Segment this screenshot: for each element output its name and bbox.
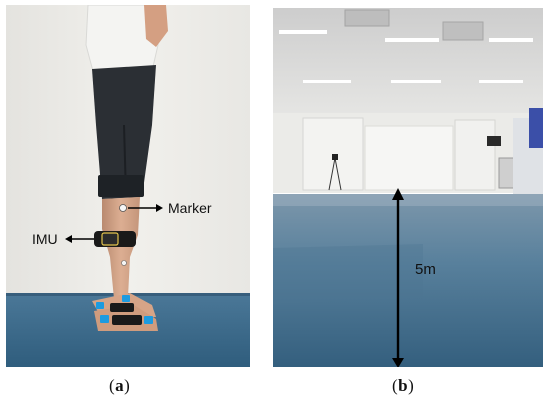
- caption-a-open: (: [109, 376, 116, 395]
- caption-b-letter: b: [398, 376, 409, 395]
- caption-a-letter: a: [115, 376, 125, 395]
- caption-a: (a): [109, 376, 130, 396]
- caption-b: (b): [392, 376, 414, 396]
- caption-b-close: ): [408, 376, 415, 395]
- panel-a-photo: Marker IMU: [6, 5, 250, 367]
- imu-label: IMU: [32, 231, 58, 247]
- distance-label: 5m: [415, 261, 436, 278]
- caption-b-open: (: [392, 376, 399, 395]
- caption-a-close: ): [124, 376, 131, 395]
- panel-b-photo: 5m: [273, 8, 543, 367]
- walkway-image: 5m: [273, 8, 543, 367]
- marker-label: Marker: [168, 200, 212, 216]
- subject-side-view-image: Marker IMU: [6, 5, 250, 367]
